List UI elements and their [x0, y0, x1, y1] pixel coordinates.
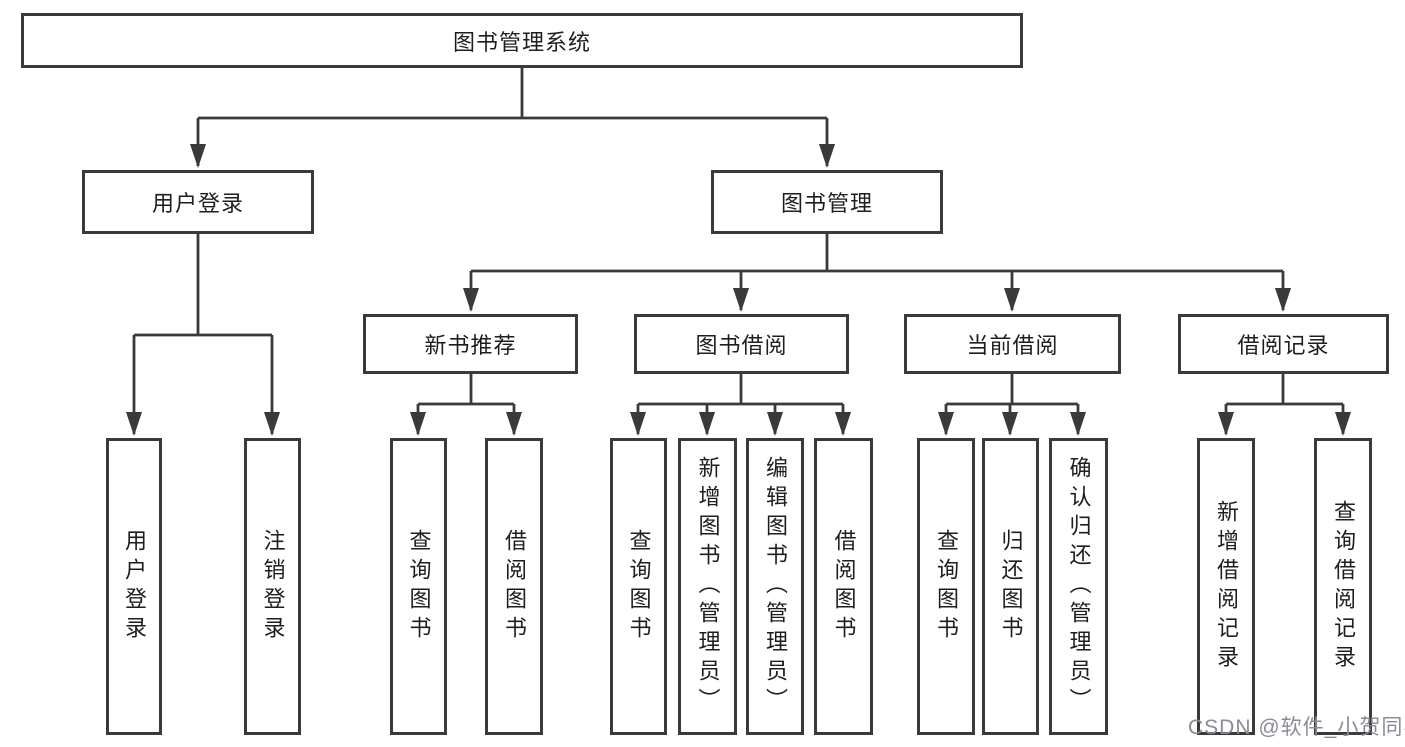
leaf-query-book-3: 查询图书: [917, 438, 975, 735]
leaf-logout-login: 注销登录: [244, 438, 301, 735]
leaf-add-book-admin-label: 新增图书（管理员）: [695, 456, 721, 717]
leaf-user-login: 用户登录: [106, 438, 162, 735]
leaf-query-book-3-label: 查询图书: [934, 528, 959, 645]
node-book-management: 图书管理: [711, 170, 943, 234]
leaf-return-book: 归还图书: [982, 438, 1039, 735]
leaf-return-book-label: 归还图书: [998, 528, 1024, 645]
leaf-borrow-book-1: 借阅图书: [485, 438, 543, 735]
leaf-edit-book-admin: 编辑图书（管理员）: [746, 438, 804, 735]
leaf-user-login-label: 用户登录: [122, 528, 147, 645]
watermark: CSDN @软件_小贺同学: [1188, 716, 1405, 739]
leaf-add-borrow-record-label: 新增借阅记录: [1214, 499, 1239, 674]
node-borrow-records: 借阅记录: [1178, 314, 1389, 374]
node-book-borrow: 图书借阅: [634, 314, 849, 374]
leaf-add-borrow-record: 新增借阅记录: [1197, 438, 1255, 735]
node-new-book-recommend: 新书推荐: [363, 314, 578, 374]
leaf-edit-book-admin-label: 编辑图书（管理员）: [763, 456, 788, 717]
leaf-query-borrow-record-label: 查询借阅记录: [1331, 499, 1356, 674]
leaf-borrow-book-1-label: 借阅图书: [502, 528, 527, 645]
node-user-login: 用户登录: [82, 170, 314, 234]
leaf-add-book-admin: 新增图书（管理员）: [678, 438, 737, 735]
leaf-borrow-book-2: 借阅图书: [814, 438, 873, 735]
node-current-borrow: 当前借阅: [904, 314, 1121, 374]
node-root: 图书管理系统: [21, 13, 1023, 68]
leaf-query-borrow-record: 查询借阅记录: [1314, 438, 1372, 735]
bus-lines: [134, 68, 1343, 406]
leaf-confirm-return-admin-label: 确认归还（管理员）: [1066, 456, 1092, 717]
leaf-query-book-2: 查询图书: [610, 438, 667, 735]
leaf-query-book-2-label: 查询图书: [626, 528, 652, 645]
leaf-logout-login-label: 注销登录: [260, 528, 286, 645]
leaf-query-book-1: 查询图书: [390, 438, 447, 735]
leaf-query-book-1-label: 查询图书: [406, 528, 432, 645]
leaf-borrow-book-2-label: 借阅图书: [831, 528, 857, 645]
leaf-confirm-return-admin: 确认归还（管理员）: [1049, 438, 1108, 735]
